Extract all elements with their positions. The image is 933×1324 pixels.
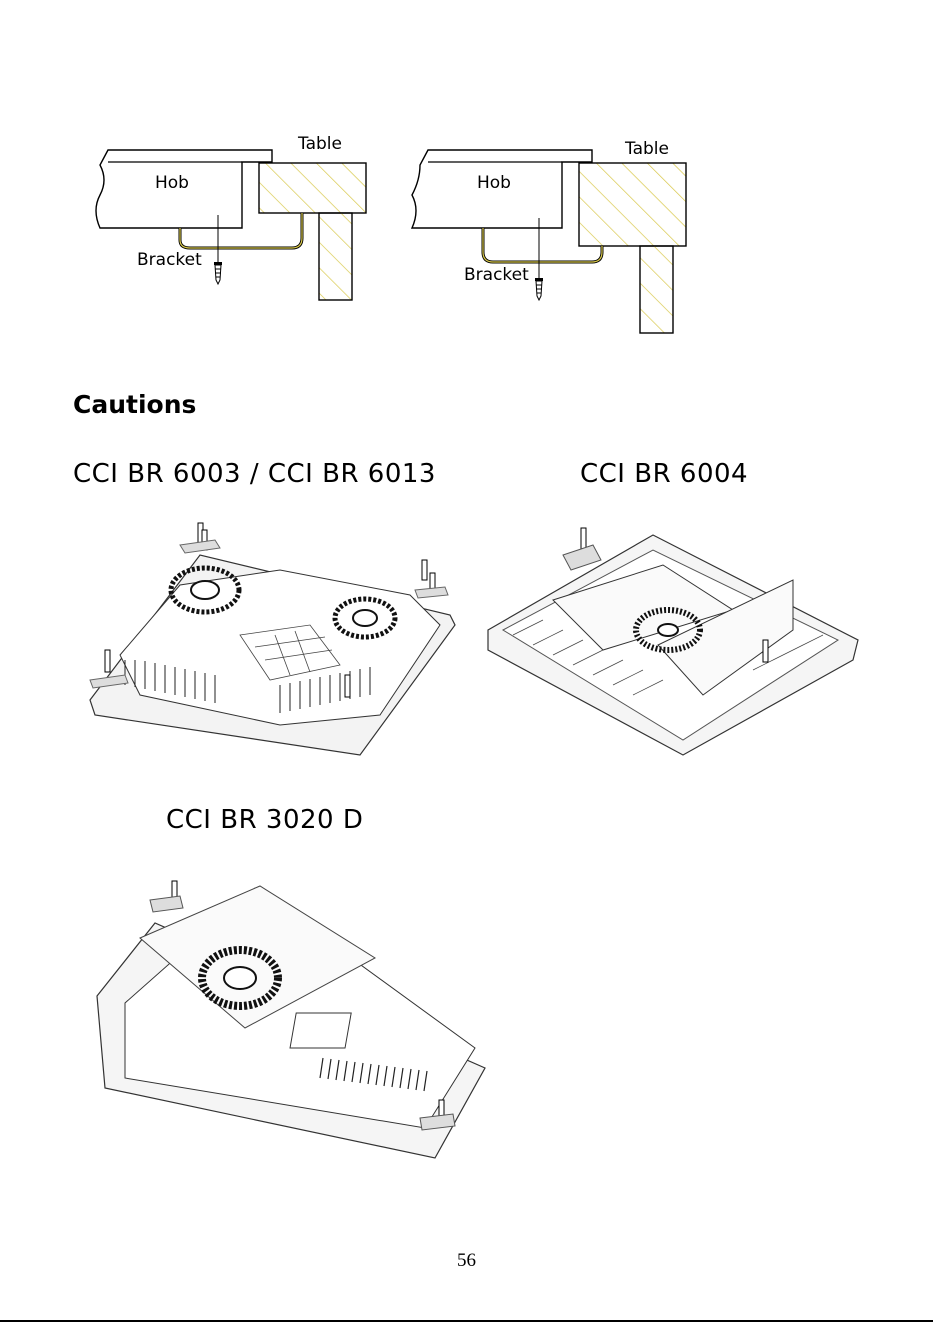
model-label-6004: CCI BR 6004	[580, 459, 748, 489]
label-hob-right: Hob	[477, 173, 511, 193]
section-title: Cautions	[73, 390, 196, 419]
hob-illustration-3020d	[95, 878, 490, 1163]
installation-diagram-left	[0, 0, 933, 360]
screw-icon	[535, 278, 543, 300]
footer-rule	[0, 1320, 933, 1322]
hob-illustration-6003-6013	[80, 515, 465, 765]
label-table-right: Table	[625, 139, 669, 159]
label-hob-left: Hob	[155, 173, 189, 193]
model-label-3020d: CCI BR 3020 D	[166, 805, 363, 835]
screw-icon	[214, 262, 222, 284]
hob-illustration-6004	[483, 520, 863, 760]
label-bracket-left: Bracket	[137, 250, 202, 270]
label-bracket-right: Bracket	[464, 265, 529, 285]
table-top-right	[579, 163, 686, 333]
table-top-left	[259, 163, 366, 300]
model-label-6003-6013: CCI BR 6003 / CCI BR 6013	[73, 459, 436, 489]
page-number: 56	[0, 1250, 933, 1272]
label-table-left: Table	[298, 134, 342, 154]
